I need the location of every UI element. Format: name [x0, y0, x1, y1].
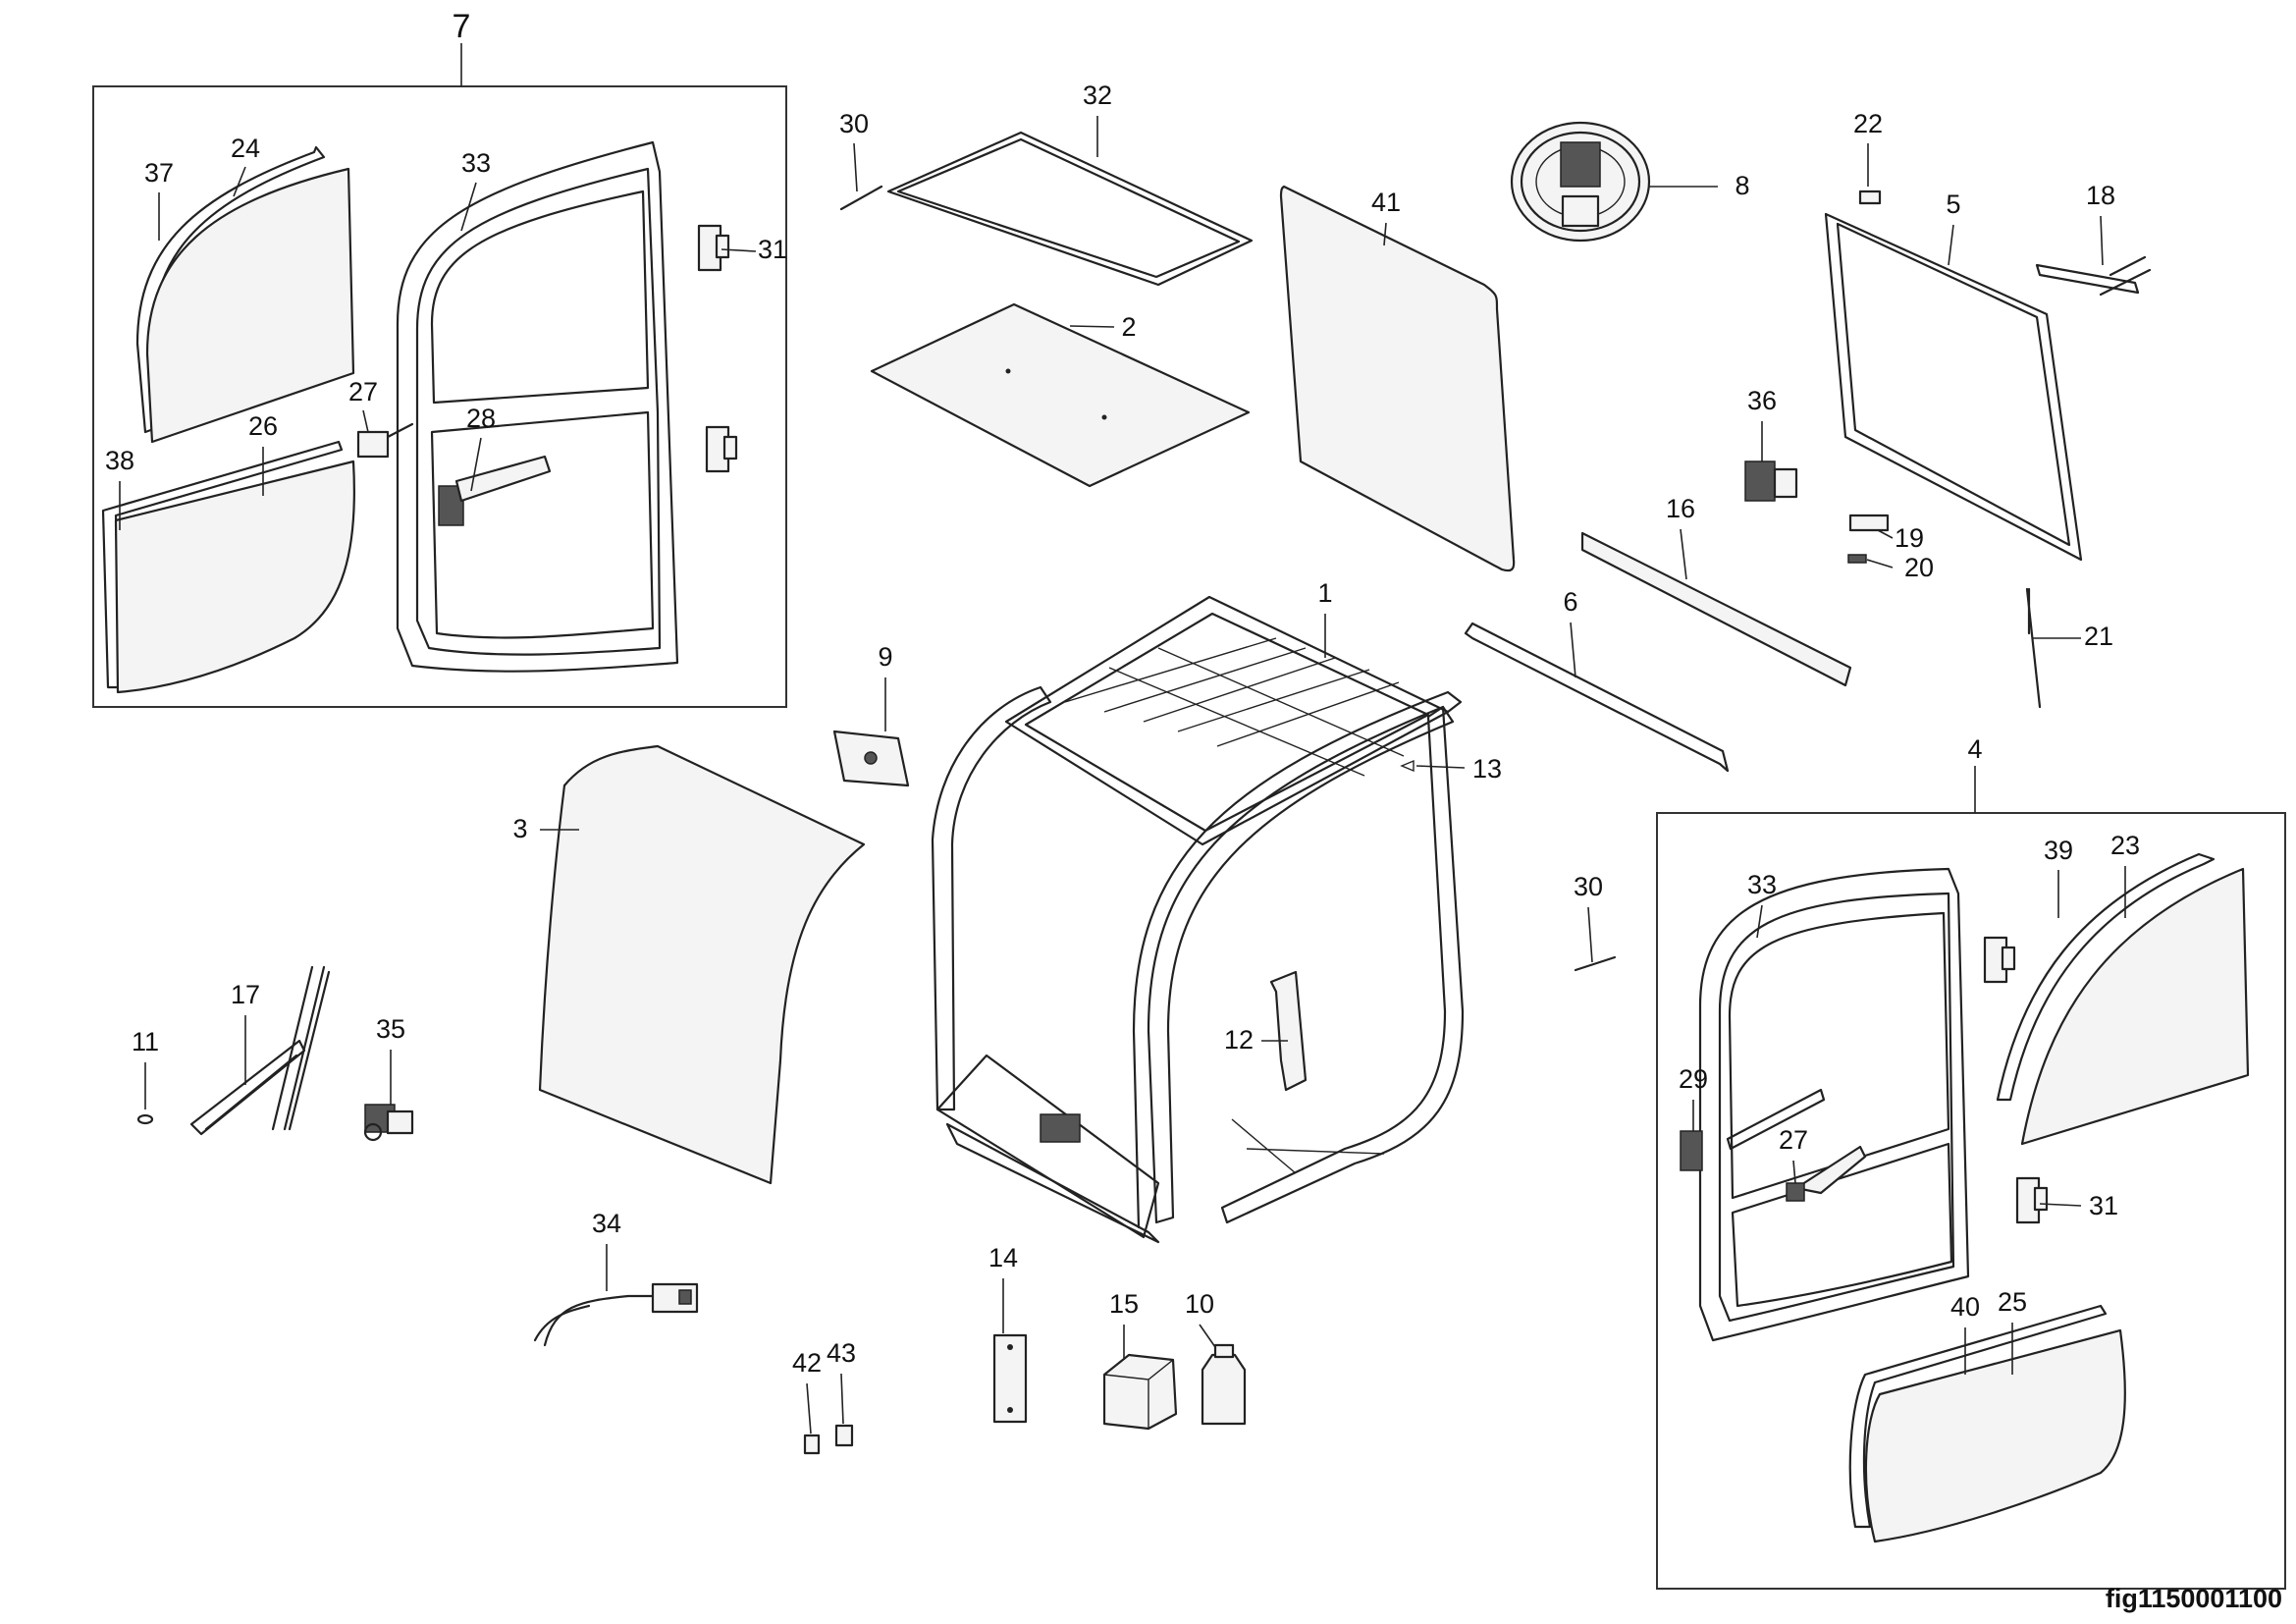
part-box-15 [1102, 1353, 1178, 1431]
callout-10: 10 [1185, 1289, 1214, 1319]
part-roof-glass [870, 302, 1251, 488]
callout-17: 17 [231, 980, 260, 1009]
part-roof-seal [886, 131, 1254, 287]
part-clip-42 [803, 1434, 821, 1455]
part-hinge-36 [1744, 460, 1798, 502]
callout-14: 14 [988, 1243, 1018, 1272]
callout-7: 7 [453, 8, 471, 45]
callout-13: 13 [1472, 754, 1502, 784]
part-washer-11 [136, 1113, 154, 1125]
callout-25: 25 [1998, 1287, 2027, 1317]
door-assembly-box-7: 7 [92, 8, 787, 708]
callout-22: 22 [1853, 109, 1883, 138]
callout-34: 34 [592, 1209, 621, 1238]
part-bottle-10 [1201, 1343, 1247, 1426]
callout-41: 41 [1371, 188, 1401, 217]
part-lower-glass-seal-right [1848, 1304, 2126, 1543]
callout-21: 21 [2084, 622, 2113, 651]
door-assembly-box-4: 4 [1656, 734, 2286, 1590]
callout-2: 2 [1121, 312, 1136, 342]
part-hinges [697, 224, 738, 473]
callout-27: 27 [348, 377, 378, 406]
part-lock [356, 422, 414, 459]
part-upper-glass-seal-right [1996, 852, 2250, 1146]
callout-9: 9 [878, 642, 892, 672]
callout-24: 24 [231, 134, 260, 163]
part-trim-6 [1464, 622, 1730, 773]
part-clip-43 [834, 1424, 854, 1447]
part-harness-34 [533, 1282, 699, 1347]
callout-43: 43 [827, 1338, 856, 1368]
part-door-handle [438, 455, 552, 526]
part-label-13 [1400, 759, 1415, 773]
part-latch-22 [1858, 189, 1882, 205]
callout-35: 35 [376, 1014, 405, 1044]
part-grab-handle-12 [1269, 970, 1308, 1092]
callout-1: 1 [1317, 578, 1332, 608]
callout-36: 36 [1747, 386, 1777, 415]
part-wiper-blade-30-right [1574, 955, 1617, 972]
part-bracket-19 [1848, 514, 1890, 532]
callout-42: 42 [792, 1348, 822, 1378]
callout-8: 8 [1735, 171, 1749, 200]
callout-27-right: 27 [1779, 1125, 1808, 1155]
callout-5: 5 [1946, 189, 1960, 219]
callout-31: 31 [758, 235, 787, 264]
callout-37: 37 [144, 158, 174, 188]
part-cab-frame [931, 595, 1465, 1244]
part-trim-16 [1580, 531, 1852, 687]
callout-39: 39 [2044, 836, 2073, 865]
part-fan [1510, 121, 1651, 243]
callout-11: 11 [132, 1027, 159, 1056]
callout-38: 38 [105, 446, 134, 475]
callout-15: 15 [1109, 1289, 1139, 1319]
part-door-frame [396, 140, 679, 673]
part-wiper-blade-30 [839, 185, 883, 211]
part-hinges-right [1983, 936, 2049, 1224]
callout-23: 23 [2110, 831, 2140, 860]
part-rod [1680, 1088, 1826, 1171]
callout-16: 16 [1666, 494, 1695, 523]
part-lock-right [1786, 1145, 1867, 1202]
part-wiper-motor-35 [363, 1104, 414, 1142]
callout-30-right: 30 [1574, 872, 1603, 901]
callout-4: 4 [1967, 734, 1982, 764]
part-upper-glass-seal [135, 145, 355, 444]
part-gas-strut-21 [2025, 587, 2042, 709]
callout-18: 18 [2086, 181, 2115, 210]
callout-3: 3 [512, 814, 527, 843]
callout-20: 20 [1904, 553, 1934, 582]
part-mirror-9 [832, 730, 910, 787]
callout-40: 40 [1950, 1292, 1980, 1322]
callout-29: 29 [1679, 1064, 1708, 1094]
part-wiper-blades-17 [189, 965, 331, 1136]
callout-26: 26 [248, 411, 278, 441]
callout-30: 30 [839, 109, 869, 138]
figure-id: fig1150001100 [2105, 1584, 2282, 1613]
callout-32: 32 [1083, 81, 1112, 110]
part-plate-14 [992, 1333, 1028, 1424]
callout-19: 19 [1895, 523, 1924, 553]
callout-33-right: 33 [1747, 870, 1777, 899]
part-door-frame-right [1698, 867, 1970, 1342]
callout-28: 28 [466, 404, 496, 433]
callout-12: 12 [1224, 1025, 1254, 1055]
callout-6: 6 [1563, 587, 1577, 617]
callout-33: 33 [461, 148, 491, 178]
part-bracket-20 [1847, 554, 1867, 564]
part-front-glass [538, 744, 866, 1185]
part-wiper-arm-18 [2035, 255, 2152, 297]
part-rear-glass [1279, 185, 1516, 572]
part-right-window-frame [1824, 212, 2083, 562]
callout-31-right: 31 [2089, 1191, 2118, 1220]
part-lower-glass-seal [101, 440, 355, 694]
